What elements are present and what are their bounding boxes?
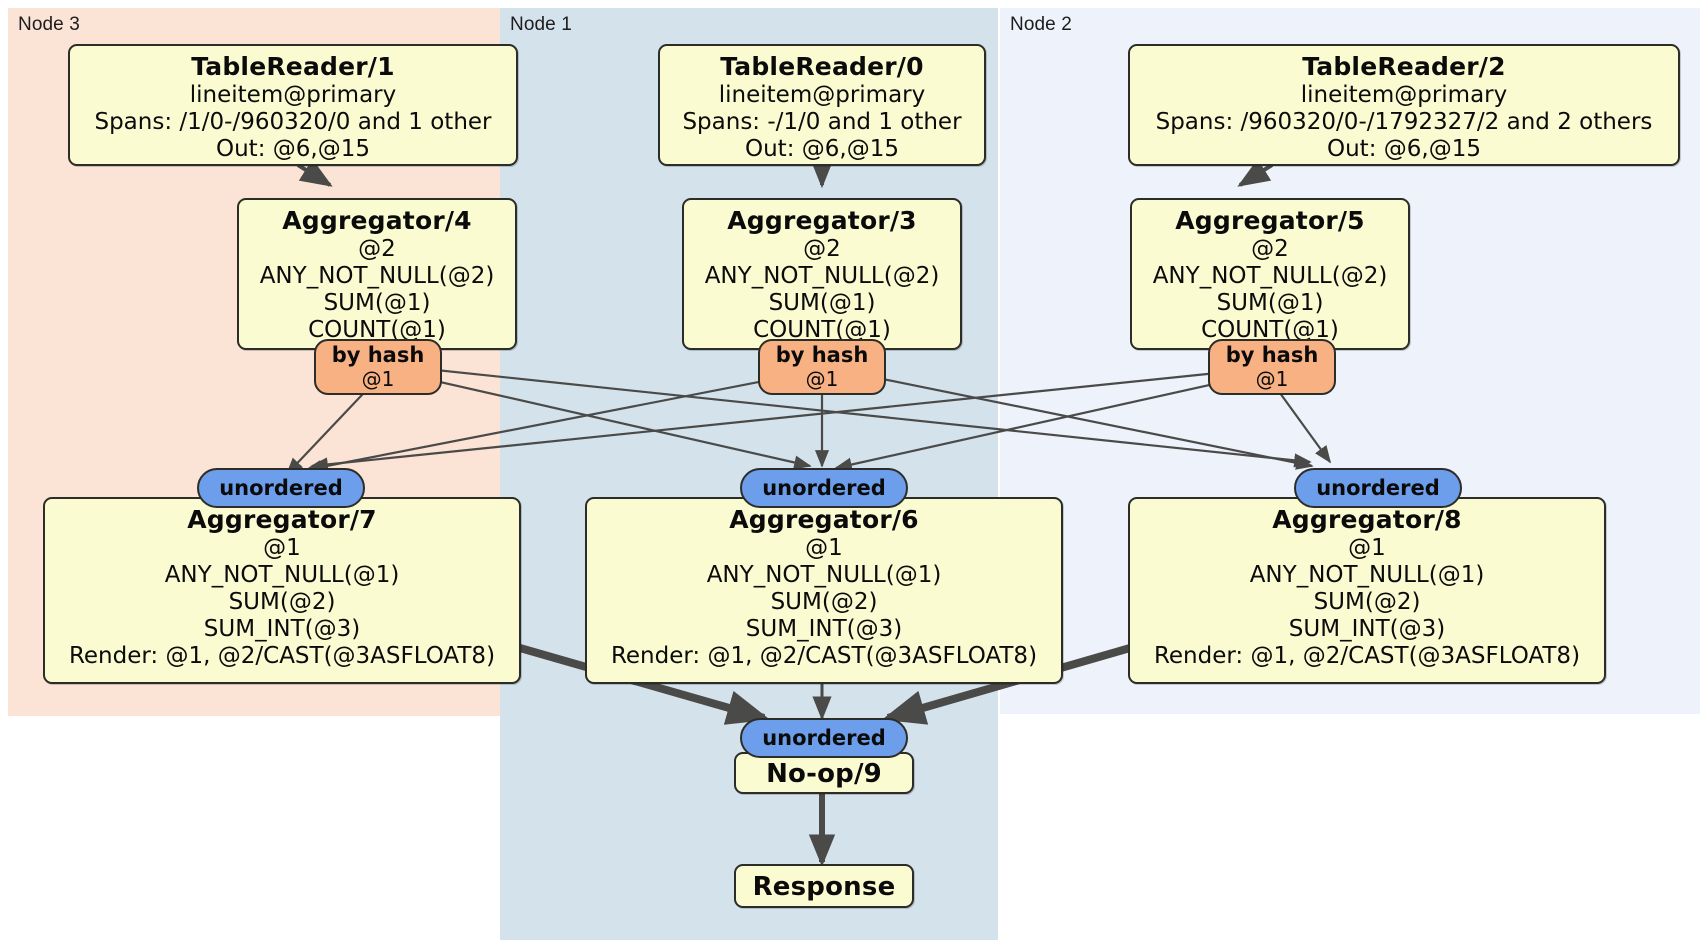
processor-title: Aggregator/5 (1175, 206, 1365, 235)
processor-line: COUNT(@1) (308, 317, 446, 343)
router-badge-by-hash-left[interactable]: by hash @1 (314, 339, 442, 395)
processor-line: ANY_NOT_NULL(@2) (1152, 263, 1388, 289)
processor-line: ANY_NOT_NULL(@1) (1249, 562, 1485, 588)
processor-line: @2 (1251, 236, 1289, 262)
processor-line: Out: @6,@15 (1327, 136, 1481, 162)
processor-response[interactable]: Response (734, 864, 914, 908)
processor-line: ANY_NOT_NULL(@2) (259, 263, 495, 289)
router-badge-sub: @1 (805, 367, 839, 391)
processor-aggregator-5[interactable]: Aggregator/5 @2 ANY_NOT_NULL(@2) SUM(@1)… (1130, 198, 1410, 350)
processor-line: Spans: /960320/0-/1792327/2 and 2 others (1155, 109, 1653, 135)
processor-title: TableReader/0 (720, 52, 924, 81)
processor-aggregator-7[interactable]: Aggregator/7 @1 ANY_NOT_NULL(@1) SUM(@2)… (43, 497, 521, 684)
router-badge-by-hash-right[interactable]: by hash @1 (1208, 339, 1336, 395)
processor-line: SUM_INT(@3) (1288, 616, 1446, 642)
synchronizer-badge-label: unordered (762, 476, 886, 500)
processor-line: Render: @1, @2/CAST(@3ASFLOAT8) (1153, 643, 1581, 669)
processor-aggregator-3[interactable]: Aggregator/3 @2 ANY_NOT_NULL(@2) SUM(@1)… (682, 198, 962, 350)
router-badge-label: by hash (1225, 343, 1319, 367)
processor-line: Spans: /1/0-/960320/0 and 1 other (94, 109, 492, 135)
processor-line: SUM_INT(@3) (745, 616, 903, 642)
processor-line: @2 (358, 236, 396, 262)
router-badge-label: by hash (331, 343, 425, 367)
synchronizer-badge-label: unordered (219, 476, 343, 500)
router-badge-label: by hash (775, 343, 869, 367)
processor-line: Out: @6,@15 (216, 136, 370, 162)
router-badge-sub: @1 (1255, 367, 1289, 391)
processor-line: ANY_NOT_NULL(@1) (706, 562, 942, 588)
processor-line: SUM(@1) (768, 290, 876, 316)
synchronizer-badge-unordered-center[interactable]: unordered (740, 468, 908, 508)
processor-aggregator-8[interactable]: Aggregator/8 @1 ANY_NOT_NULL(@1) SUM(@2)… (1128, 497, 1606, 684)
processor-line: SUM(@1) (1216, 290, 1324, 316)
processor-line: SUM(@2) (770, 589, 878, 615)
processor-line: Render: @1, @2/CAST(@3ASFLOAT8) (610, 643, 1038, 669)
processor-title: TableReader/1 (191, 52, 395, 81)
synchronizer-badge-unordered-final[interactable]: unordered (740, 718, 908, 758)
processor-line: SUM(@1) (323, 290, 431, 316)
node-panel-label-node3: Node 3 (18, 14, 80, 35)
processor-line: Render: @1, @2/CAST(@3ASFLOAT8) (68, 643, 496, 669)
processor-title: Aggregator/7 (187, 505, 377, 534)
processor-line: Spans: -/1/0 and 1 other (682, 109, 962, 135)
processor-line: lineitem@primary (189, 82, 397, 108)
processor-aggregator-4[interactable]: Aggregator/4 @2 ANY_NOT_NULL(@2) SUM(@1)… (237, 198, 517, 350)
processor-noop-9[interactable]: No-op/9 (734, 752, 914, 794)
synchronizer-badge-label: unordered (1316, 476, 1440, 500)
processor-line: COUNT(@1) (1201, 317, 1339, 343)
processor-line: SUM(@2) (228, 589, 336, 615)
processor-line: @1 (805, 535, 843, 561)
processor-line: @1 (1348, 535, 1386, 561)
processor-title: TableReader/2 (1302, 52, 1506, 81)
processor-title: Aggregator/3 (727, 206, 917, 235)
router-badge-sub: @1 (361, 367, 395, 391)
processor-line: SUM_INT(@3) (203, 616, 361, 642)
processor-line: @1 (263, 535, 301, 561)
processor-tablereader-1[interactable]: TableReader/1 lineitem@primary Spans: /1… (68, 44, 518, 166)
processor-tablereader-0[interactable]: TableReader/0 lineitem@primary Spans: -/… (658, 44, 986, 166)
node-panel-label-node1: Node 1 (510, 14, 572, 35)
processor-title: Aggregator/6 (729, 505, 919, 534)
processor-line: ANY_NOT_NULL(@1) (164, 562, 400, 588)
processor-line: Out: @6,@15 (745, 136, 899, 162)
processor-title: Aggregator/8 (1272, 505, 1462, 534)
synchronizer-badge-unordered-left[interactable]: unordered (197, 468, 365, 508)
processor-line: COUNT(@1) (753, 317, 891, 343)
synchronizer-badge-unordered-right[interactable]: unordered (1294, 468, 1462, 508)
processor-title: No-op/9 (766, 759, 882, 789)
synchronizer-badge-label: unordered (762, 726, 886, 750)
processor-line: lineitem@primary (718, 82, 926, 108)
processor-line: lineitem@primary (1300, 82, 1508, 108)
processor-line: @2 (803, 236, 841, 262)
node-panel-label-node2: Node 2 (1010, 14, 1072, 35)
processor-aggregator-6[interactable]: Aggregator/6 @1 ANY_NOT_NULL(@1) SUM(@2)… (585, 497, 1063, 684)
processor-title: Aggregator/4 (282, 206, 472, 235)
processor-line: ANY_NOT_NULL(@2) (704, 263, 940, 289)
processor-tablereader-2[interactable]: TableReader/2 lineitem@primary Spans: /9… (1128, 44, 1680, 166)
processor-title: Response (752, 872, 896, 902)
router-badge-by-hash-center[interactable]: by hash @1 (758, 339, 886, 395)
processor-line: SUM(@2) (1313, 589, 1421, 615)
